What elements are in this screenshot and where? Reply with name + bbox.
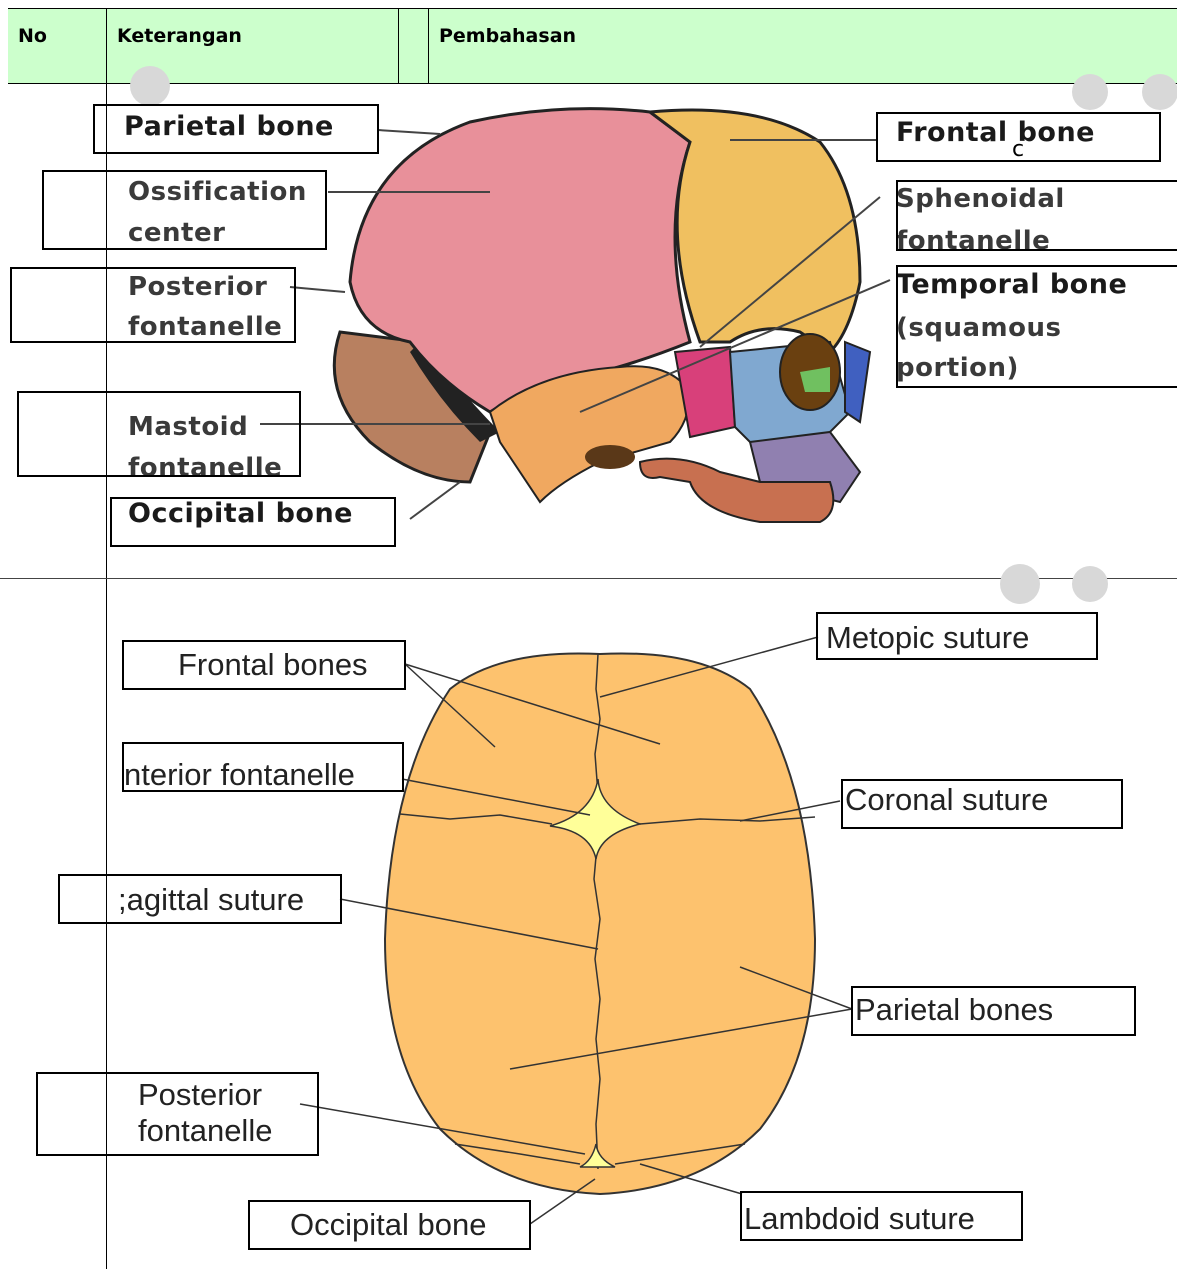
answer-box-mastoid[interactable] (17, 391, 301, 477)
answer-box-metopic[interactable] (816, 612, 1098, 660)
header-blank (398, 9, 428, 83)
answer-box-anterior-fontanelle[interactable] (122, 742, 404, 792)
answer-box-parietal-bones[interactable] (851, 986, 1136, 1036)
answer-box-parietal[interactable] (93, 104, 379, 154)
answer-box-sagittal[interactable] (58, 874, 342, 924)
answer-box-occipital[interactable] (110, 497, 396, 547)
answer-box-lambdoid[interactable] (740, 1191, 1023, 1241)
answer-box-posterior-fontanelle[interactable] (10, 267, 296, 343)
header-pembahasan: Pembahasan (428, 9, 1177, 83)
answer-mark: c (1012, 137, 1024, 162)
answer-box-occipital-top[interactable] (248, 1200, 531, 1250)
answer-box-sphenoidal[interactable] (896, 180, 1177, 251)
answer-box-ossification[interactable] (42, 170, 327, 250)
table-header-row: No Keterangan Pembahasan (8, 8, 1177, 84)
answer-box-frontal-bones[interactable] (122, 640, 406, 690)
answer-box-coronal[interactable] (841, 779, 1123, 829)
answer-box-posterior-fontanelle-top[interactable] (36, 1072, 319, 1156)
answer-box-temporal[interactable] (896, 265, 1177, 388)
header-no: No (8, 9, 106, 83)
